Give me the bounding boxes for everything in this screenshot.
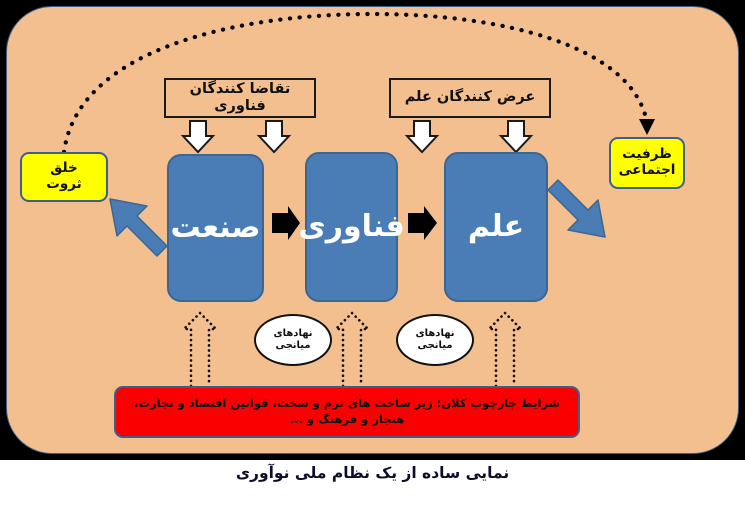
figure-caption: نمایی ساده از یک نظام ملی نوآوری: [235, 464, 510, 482]
social-capacity-label: ظرفیت اجتماعی: [618, 146, 676, 178]
technology-box[interactable]: فناوری: [298, 152, 405, 302]
intermediary-institutions-left[interactable]: نهادهای میانجی: [254, 314, 332, 366]
macro-framework-label: شرایط چارچوب کلان: زیر ساخت های نرم و سخ…: [134, 396, 560, 426]
macro-framework-bar[interactable]: شرایط چارچوب کلان: زیر ساخت های نرم و سخ…: [114, 386, 580, 438]
intermediary-institutions-right[interactable]: نهادهای میانجی: [396, 314, 474, 366]
wealth-creation-box[interactable]: خلق ثروت: [20, 152, 108, 202]
supply-box[interactable]: عرض کنندگان علم: [389, 78, 551, 118]
demand-box-label: تقاضا کنندگان فناوری: [189, 80, 291, 114]
industry-label: صنعت: [170, 210, 261, 246]
technology-label: فناوری: [298, 209, 405, 245]
demand-box[interactable]: تقاضا کنندگان فناوری: [164, 78, 316, 118]
intermediary-institutions-left-label: نهادهای میانجی: [273, 327, 313, 352]
intermediary-institutions-right-label: نهادهای میانجی: [415, 327, 455, 352]
social-capacity-box[interactable]: ظرفیت اجتماعی: [609, 137, 685, 189]
wealth-creation-label: خلق ثروت: [46, 160, 82, 192]
science-label: علم: [467, 209, 525, 245]
industry-box[interactable]: صنعت: [167, 154, 264, 302]
supply-box-label: عرض کنندگان علم: [404, 89, 536, 106]
science-box[interactable]: علم: [444, 152, 548, 302]
